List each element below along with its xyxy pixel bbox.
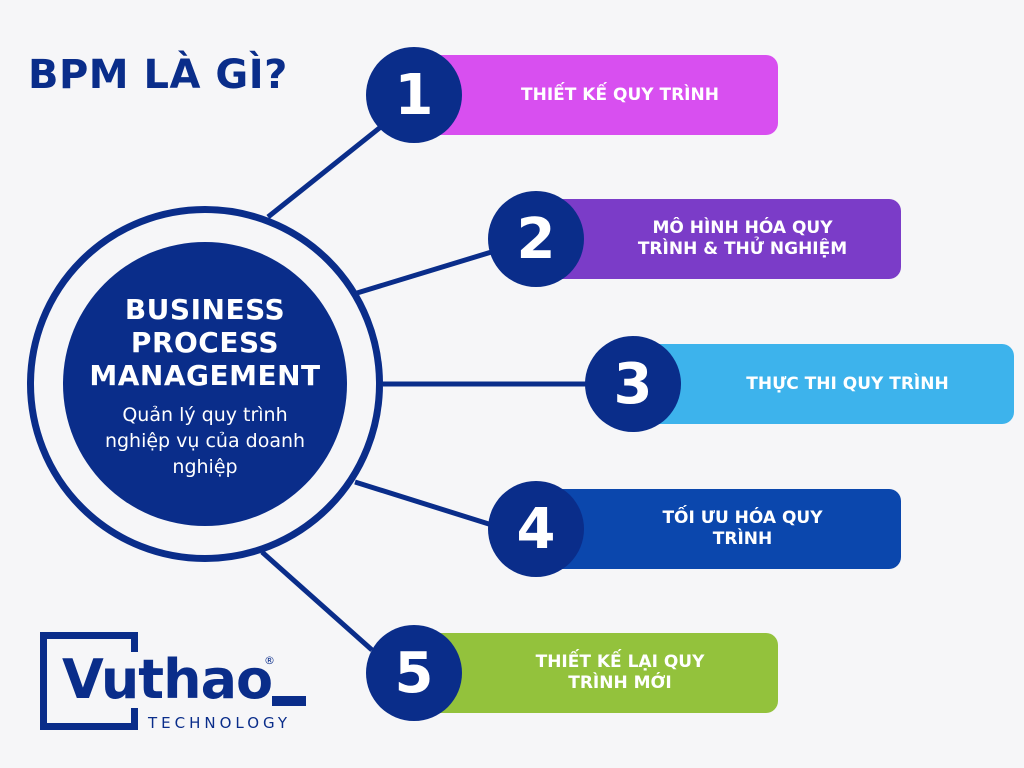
logo-tagline: TECHNOLOGY <box>148 714 292 732</box>
logo-frame-segment <box>131 632 138 660</box>
logo-frame-segment <box>131 704 138 730</box>
connector-line-2 <box>356 247 499 296</box>
center-title: BUSINESS PROCESS MANAGEMENT <box>89 292 321 392</box>
vuthao-logo: Vuthao ® TECHNOLOGY <box>40 632 320 732</box>
center-subtitle: Quản lý quy trình nghiệp vụ của doanh ng… <box>104 403 306 478</box>
step-1: THIẾT KẾ QUY TRÌNH 1 <box>366 47 778 143</box>
logo-underscore <box>272 696 306 706</box>
step-5: THIẾT KẾ LẠI QUY TRÌNH MỚI 5 <box>366 625 778 721</box>
step-4-bar: TỐI ƯU HÓA QUY TRÌNH <box>550 489 901 569</box>
step-5-number-badge: 5 <box>366 625 462 721</box>
step-1-number-badge: 1 <box>366 47 462 143</box>
step-5-bar: THIẾT KẾ LẠI QUY TRÌNH MỚI <box>428 633 778 713</box>
connector-line-4 <box>354 479 493 528</box>
step-3-bar: THỰC THI QUY TRÌNH <box>647 344 1014 424</box>
step-4-number-badge: 4 <box>488 481 584 577</box>
step-5-label: THIẾT KẾ LẠI QUY TRÌNH MỚI <box>535 652 705 693</box>
connector-line-5 <box>260 550 374 652</box>
step-4-label: TỐI ƯU HÓA QUY TRÌNH <box>662 508 823 549</box>
step-4: TỐI ƯU HÓA QUY TRÌNH 4 <box>488 481 901 577</box>
step-3-number-badge: 3 <box>585 336 681 432</box>
step-2-bar: MÔ HÌNH HÓA QUY TRÌNH & THỬ NGHIỆM <box>550 199 901 279</box>
center-circle: BUSINESS PROCESS MANAGEMENT Quản lý quy … <box>63 242 347 526</box>
step-2-number-badge: 2 <box>488 191 584 287</box>
page-title: BPM LÀ GÌ? <box>28 52 288 98</box>
connector-line-1 <box>266 116 394 219</box>
registered-mark-icon: ® <box>264 654 275 667</box>
logo-wordmark: Vuthao <box>62 648 275 711</box>
logo-frame <box>40 632 138 730</box>
step-3-label: THỰC THI QUY TRÌNH <box>746 373 949 394</box>
step-2-label: MÔ HÌNH HÓA QUY TRÌNH & THỬ NGHIỆM <box>637 218 848 259</box>
step-3: THỰC THI QUY TRÌNH 3 <box>585 336 1014 432</box>
step-1-bar: THIẾT KẾ QUY TRÌNH <box>428 55 778 135</box>
step-2: MÔ HÌNH HÓA QUY TRÌNH & THỬ NGHIỆM 2 <box>488 191 901 287</box>
step-1-label: THIẾT KẾ QUY TRÌNH <box>521 84 719 105</box>
